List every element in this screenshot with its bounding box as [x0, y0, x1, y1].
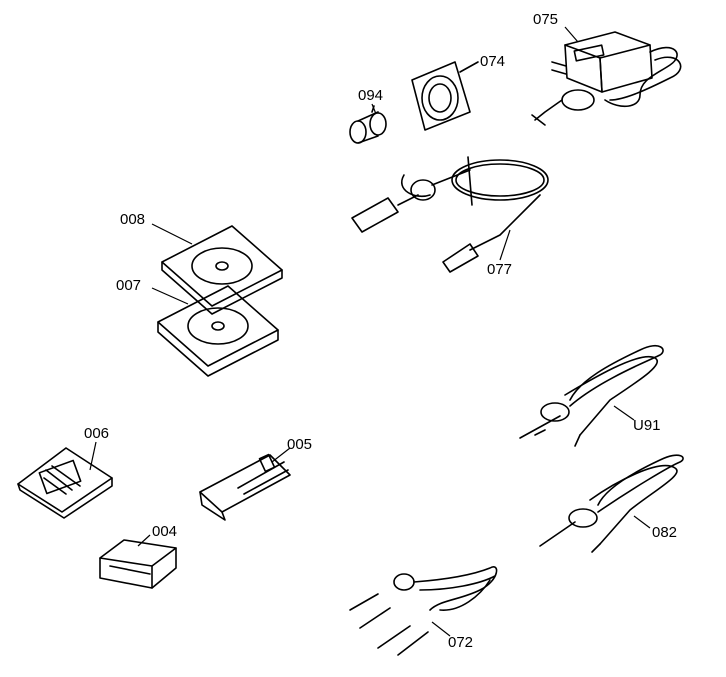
leader-075 — [564, 26, 579, 43]
leader-u91 — [613, 405, 635, 421]
leader-007 — [151, 287, 189, 305]
label-074: 074 — [480, 53, 505, 70]
leader-094 — [371, 103, 377, 115]
ac-adapter-icon — [531, 31, 682, 126]
leader-072 — [431, 621, 451, 637]
label-u91: U91 — [633, 417, 661, 434]
leader-082 — [633, 515, 651, 529]
memory-card-icon — [17, 447, 113, 519]
label-005: 005 — [287, 436, 312, 453]
label-082: 082 — [652, 524, 677, 541]
lens-cap-plate-icon — [411, 61, 479, 131]
label-004: 004 — [152, 523, 177, 540]
leader-005 — [271, 447, 291, 463]
leader-074 — [459, 61, 479, 73]
usb-cable-icon — [351, 156, 549, 273]
label-007: 007 — [116, 277, 141, 294]
label-075: 075 — [533, 11, 558, 28]
cable-082-icon — [539, 454, 684, 553]
av-cable-icon — [349, 566, 498, 656]
card-reader-icon — [199, 453, 291, 521]
leader-077 — [499, 229, 511, 261]
leader-006 — [89, 441, 97, 471]
label-008: 008 — [120, 211, 145, 228]
leader-004 — [137, 534, 151, 547]
label-072: 072 — [448, 634, 473, 651]
leader-008 — [151, 223, 193, 245]
cd-case-008-icon — [161, 225, 283, 315]
cable-u91-icon — [519, 345, 664, 447]
battery-icon — [99, 539, 177, 589]
label-006: 006 — [84, 425, 109, 442]
cd-case-007-icon — [157, 285, 279, 377]
ferrite-core-icon — [349, 105, 387, 144]
label-077: 077 — [487, 261, 512, 278]
label-094: 094 — [358, 87, 383, 104]
